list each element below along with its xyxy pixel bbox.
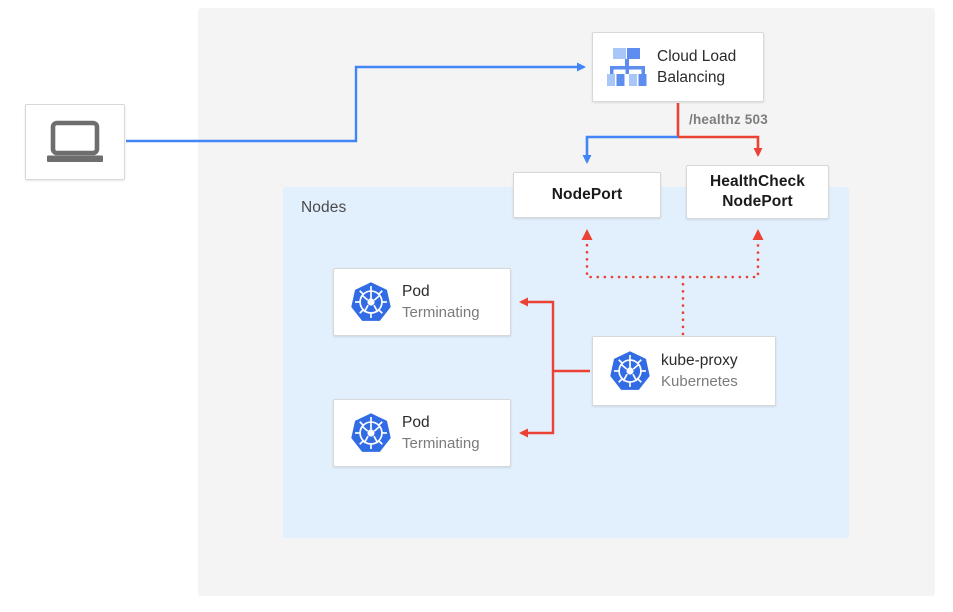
cloud-load-balancing-title-line1: Cloud Load — [657, 48, 737, 65]
healthcheck-nodeport-label-line1: HealthCheck — [710, 173, 805, 190]
pod-2-subtitle: Terminating — [402, 435, 480, 452]
healthcheck-nodeport[interactable]: HealthCheck NodePort — [686, 165, 829, 219]
kube-proxy-text: kube-proxy Kubernetes — [661, 350, 738, 392]
pod-terminating-1[interactable]: Pod Terminating — [333, 268, 511, 336]
cloud-load-balancing-text: Cloud Load Balancing — [657, 46, 736, 88]
kubernetes-icon — [340, 281, 402, 323]
healthcheck-nodeport-text: HealthCheck NodePort — [710, 172, 805, 212]
healthcheck-nodeport-label-line2: NodePort — [722, 193, 793, 210]
kube-proxy[interactable]: kube-proxy Kubernetes — [592, 336, 776, 406]
pod-1-subtitle: Terminating — [402, 304, 480, 321]
pod-terminating-2[interactable]: Pod Terminating — [333, 399, 511, 467]
client-device[interactable] — [25, 104, 125, 180]
nodeport-label: NodePort — [551, 186, 623, 203]
kubernetes-icon — [599, 350, 661, 392]
laptop-icon — [45, 119, 105, 165]
nodes-region-label: Nodes — [301, 199, 347, 216]
cloud-load-balancing-title-line2: Balancing — [657, 69, 726, 86]
pod-1-text: Pod Terminating — [402, 281, 480, 323]
nodeport[interactable]: NodePort — [513, 172, 661, 218]
healthz-edge-label: /healthz 503 — [689, 112, 768, 127]
pod-2-text: Pod Terminating — [402, 412, 480, 454]
cloud-load-balancing[interactable]: Cloud Load Balancing — [592, 32, 764, 102]
pod-1-title: Pod — [402, 283, 430, 300]
kubernetes-icon — [340, 412, 402, 454]
cloud-load-balancing-icon — [601, 46, 657, 88]
kube-proxy-subtitle: Kubernetes — [661, 373, 738, 390]
pod-2-title: Pod — [402, 414, 430, 431]
kube-proxy-title: kube-proxy — [661, 352, 738, 369]
